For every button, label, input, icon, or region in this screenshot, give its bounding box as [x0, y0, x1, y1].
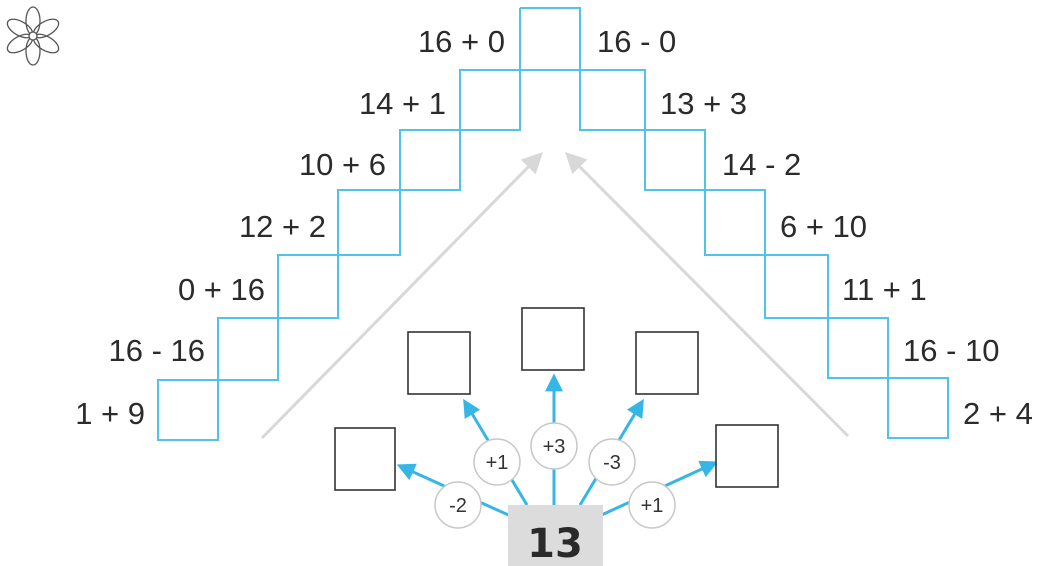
- left-expression: 0 + 16: [178, 272, 265, 307]
- operation-label: -3: [603, 452, 621, 474]
- left-expression: 12 + 2: [239, 209, 326, 244]
- operation-label: +1: [641, 495, 664, 517]
- left-expression: 14 + 1: [359, 86, 446, 121]
- operation-circle: [628, 481, 676, 529]
- right-expression: 16 - 0: [597, 24, 676, 59]
- left-expression: 1 + 9: [75, 396, 145, 431]
- right-expression: 11 + 1: [842, 272, 927, 307]
- operation-circle: [473, 438, 521, 486]
- answer-box[interactable]: [521, 307, 585, 371]
- right-guide-arrow: [565, 152, 850, 438]
- operation-label: +3: [543, 436, 566, 458]
- right-expression: 6 + 10: [780, 209, 867, 244]
- left-expression: 10 + 6: [299, 147, 386, 182]
- answer-box[interactable]: [407, 331, 471, 395]
- right-expression: 16 - 10: [903, 333, 1000, 368]
- answer-box[interactable]: [715, 424, 779, 488]
- left-expression: 16 - 16: [108, 333, 205, 368]
- operation-circle: [588, 438, 636, 486]
- answer-box[interactable]: [334, 427, 396, 491]
- flower-icon: [6, 6, 60, 66]
- operation-circle: [434, 481, 482, 529]
- right-expression: 2 + 4: [963, 396, 1033, 431]
- right-expression: 13 + 3: [660, 86, 747, 121]
- operation-label: +1: [486, 452, 509, 474]
- operation-label: -2: [449, 495, 467, 517]
- answer-box[interactable]: [635, 331, 699, 395]
- center-number-box: [508, 505, 603, 566]
- center-number: 13: [527, 521, 583, 566]
- left-guide-arrow: [260, 152, 543, 440]
- left-expression: 16 + 0: [418, 24, 505, 59]
- right-expression: 14 - 2: [722, 147, 801, 182]
- operation-circle: [530, 422, 578, 470]
